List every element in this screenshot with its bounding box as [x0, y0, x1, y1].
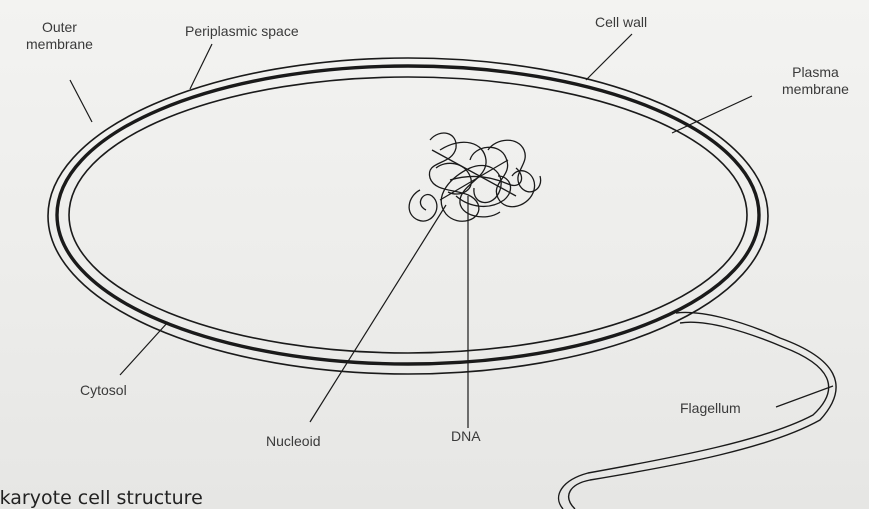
- cell-wall: [57, 66, 759, 364]
- dna-tangle: [409, 133, 541, 221]
- nucleoid-label: Nucleoid: [266, 433, 320, 450]
- outer-membrane-label-line1: Outer: [26, 19, 93, 36]
- plasma-membrane-label-line2: membrane: [782, 81, 849, 98]
- flagellum-leader: [776, 386, 833, 407]
- outer-membrane-label-line2: membrane: [26, 36, 93, 53]
- periplasmic-space-leader: [190, 44, 212, 89]
- cytosol-label: Cytosol: [80, 382, 127, 399]
- cell-wall-leader: [586, 34, 632, 80]
- outer-membrane-leader: [70, 80, 92, 122]
- periplasmic-space-label: Periplasmic space: [185, 23, 299, 40]
- leader-lines: [70, 34, 833, 428]
- plasma-membrane-label-line1: Plasma: [782, 64, 849, 81]
- cell-envelope: [48, 58, 768, 374]
- dna-label: DNA: [451, 428, 481, 445]
- figure-caption: okaryote cell structure: [0, 487, 203, 509]
- plasma-membrane: [69, 77, 747, 353]
- outer-membrane-label: Outer membrane: [26, 19, 93, 53]
- cell-wall-label: Cell wall: [595, 14, 647, 31]
- outer-membrane: [48, 58, 768, 374]
- cytosol-leader: [120, 322, 168, 375]
- flagellum-label: Flagellum: [680, 400, 741, 417]
- nucleoid-leader: [310, 205, 446, 422]
- plasma-membrane-label: Plasma membrane: [782, 64, 849, 98]
